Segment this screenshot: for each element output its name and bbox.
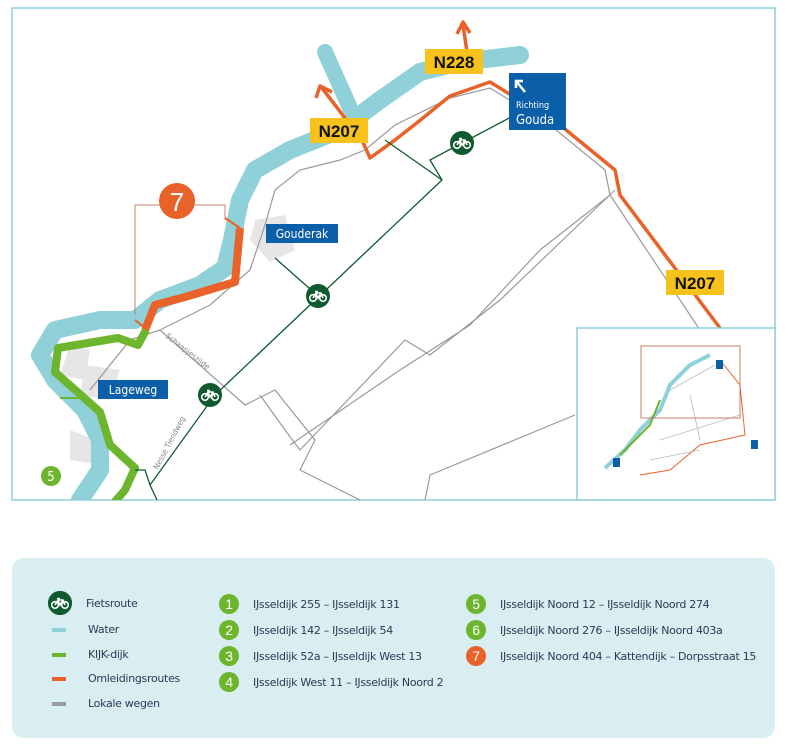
lageweg-area <box>60 345 120 465</box>
legend-section-6: 6 IJsseldijk Noord 276 – IJsseldijk Noord… <box>466 620 723 640</box>
road-n228-label: N228 <box>434 53 475 72</box>
legend-section-5: 5 IJsseldijk Noord 12 – IJsseldijk Noord … <box>466 594 710 614</box>
section-marker-7-label: 7 <box>170 187 184 217</box>
water <box>31 44 529 500</box>
section-number: 1 <box>219 594 239 614</box>
legend-lokale-wegen: Lokale wegen <box>48 697 160 710</box>
legend-section-3: 3 IJsseldijk 52a – IJsseldijk West 13 <box>219 646 422 666</box>
section-number: 2 <box>219 620 239 640</box>
arrow-up-left-icon <box>514 79 526 93</box>
section-marker-7 <box>159 183 195 219</box>
legend-label: Fietsroute <box>86 596 138 610</box>
place-lageweg <box>98 380 168 399</box>
water-swatch <box>52 627 66 632</box>
bicycle-icon <box>306 284 330 308</box>
legend-section-2: 2 IJsseldijk 142 – IJsseldijk 54 <box>219 620 393 640</box>
section-number: 7 <box>466 646 486 666</box>
road-swatch <box>52 701 66 706</box>
bicycle-icon <box>48 591 72 615</box>
place-gouderak-label: Gouderak <box>276 227 329 241</box>
legend-water: Water <box>48 623 119 636</box>
direction-line2: Gouda <box>516 113 554 128</box>
legend-omleiding: Omleidingsroutes <box>48 672 180 685</box>
section-marker-5 <box>41 466 61 486</box>
legend-fietsroute: Fietsroute <box>48 591 138 615</box>
section-number: 5 <box>466 594 486 614</box>
legend-label: KIJK-dijk <box>88 648 129 661</box>
section-label: IJsseldijk West 11 – IJsseldijk Noord 2 <box>253 675 444 689</box>
road-sign-n207-right <box>666 270 724 295</box>
legend-label: Omleidingsroutes <box>88 672 180 685</box>
legend-section-4: 4 IJsseldijk West 11 – IJsseldijk Noord 2 <box>219 672 444 692</box>
legend: Fietsroute Water KIJK-dijk Omleidingsrou… <box>12 558 775 738</box>
road-sign-n207 <box>310 118 368 143</box>
road-n207-right-label: N207 <box>675 274 716 293</box>
bicycle-icon <box>198 383 222 407</box>
section-label: IJsseldijk 255 – IJsseldijk 131 <box>253 597 400 611</box>
place-lageweg-label: Lageweg <box>109 383 157 397</box>
place-gouderak <box>266 224 338 243</box>
kijk-swatch <box>52 652 66 657</box>
road-n207-label: N207 <box>319 122 360 141</box>
detour-swatch <box>52 676 66 681</box>
legend-label: Water <box>88 623 120 636</box>
kijk-dijk <box>51 328 150 500</box>
overview-inset <box>576 327 776 501</box>
legend-section-1: 1 IJsseldijk 255 – IJsseldijk 131 <box>219 594 400 614</box>
legend-label: Lokale wegen <box>88 697 160 710</box>
section-label: IJsseldijk Noord 12 – IJsseldijk Noord 2… <box>500 597 710 611</box>
section-number: 6 <box>466 620 486 640</box>
bicycle-icon <box>450 131 474 155</box>
section-label: IJsseldijk 52a – IJsseldijk West 13 <box>253 649 422 663</box>
detour-routes <box>134 20 722 332</box>
route-map: Schaapjeszijde Nesse Tiendweg N228 N207 … <box>11 7 776 501</box>
section-number: 3 <box>219 646 239 666</box>
section-label: IJsseldijk Noord 276 – IJsseldijk Noord … <box>500 623 723 637</box>
overview-frame <box>640 345 741 419</box>
legend-kijk-dijk: KIJK-dijk <box>48 648 129 661</box>
section-label: IJsseldijk Noord 404 – Kattendijk – Dorp… <box>500 649 757 663</box>
section-marker-5-label: 5 <box>47 470 54 485</box>
road-sign-n228 <box>425 49 483 74</box>
section-label: IJsseldijk 142 – IJsseldijk 54 <box>253 623 393 637</box>
direction-line1: Richting <box>516 101 549 111</box>
section-number: 4 <box>219 672 239 692</box>
legend-section-7: 7 IJsseldijk Noord 404 – Kattendijk – Dor… <box>466 646 756 666</box>
